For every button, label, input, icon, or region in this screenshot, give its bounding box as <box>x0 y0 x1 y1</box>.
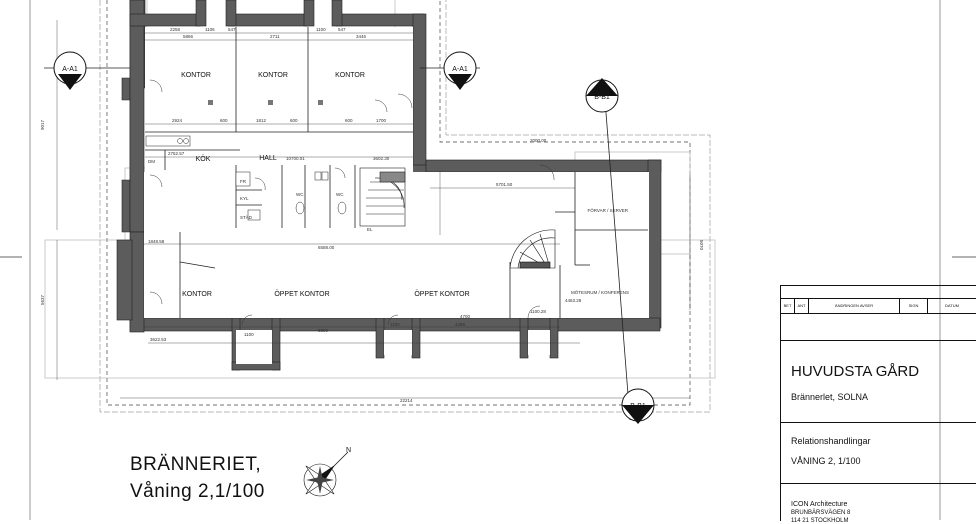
revision-header-ant: ANT <box>795 299 809 313</box>
dim-label: 9017 <box>40 119 45 130</box>
revision-header-andringen: ÄNDRINGEN AVSER <box>809 299 900 313</box>
section-label-aa-left: A-A1 <box>62 66 78 73</box>
title-block-divider <box>781 483 976 484</box>
project-location: Brännerlet, SOLNA <box>791 392 869 402</box>
north-arrow-icon: N <box>303 447 351 497</box>
section-label-bb-top: B-B1 <box>594 94 610 101</box>
dim-label: 1100 <box>316 27 326 32</box>
firm-name: ICON Architecture <box>791 501 848 508</box>
dim-label: 4298 <box>455 322 466 327</box>
columns <box>208 100 323 105</box>
revision-header-datum: DATUM <box>945 303 959 308</box>
revision-header-row: BET ANT ÄNDRINGEN AVSER SIGN DATUM <box>781 298 976 314</box>
site-outline-inner <box>99 0 711 413</box>
walls <box>116 0 662 371</box>
title-block-divider <box>781 340 976 341</box>
dim-label: 3622.53 <box>150 337 167 342</box>
dim-label: 1100 <box>244 332 254 337</box>
dim-label: 1106 <box>205 27 215 32</box>
title-block: BET ANT ÄNDRINGEN AVSER SIGN DATUM HUVUD… <box>780 285 976 524</box>
dim-label: 5070 <box>699 240 704 251</box>
dim-label: 600 <box>220 118 228 123</box>
dim-label: 2924 <box>172 118 183 123</box>
drawing-title: BRÄNNERIET, <box>130 454 262 475</box>
room-label-el: EL <box>367 227 373 232</box>
dim-label: 5701.50 <box>496 182 513 187</box>
room-label-kyl: KYL <box>240 196 249 201</box>
dim-label: 6588.00 <box>318 245 335 250</box>
room-labels: KONTOR KONTOR KONTOR KÖK HALL DM FR KYL … <box>148 72 629 298</box>
dim-label: 547 <box>338 27 346 32</box>
document-type: Relationshandlingar <box>791 436 871 446</box>
room-label-motesrum: MÖTESRUM / KONFERENS <box>571 289 629 295</box>
dim-label: 2258 <box>170 27 181 32</box>
drawing-subtitle: Våning 2,1/100 <box>130 481 265 502</box>
room-label-forvar-server: FÖRVAR / SERVER <box>587 207 628 213</box>
section-label-bb-bottom: B-B1 <box>630 403 646 410</box>
dim-label: 22214 <box>400 398 413 403</box>
firm-address-1: BRUNBÄRSVÄGEN 8 <box>791 510 851 516</box>
room-label-kontor-1: KONTOR <box>181 72 211 79</box>
project-name: HUVUDSTA GÅRD <box>791 363 920 380</box>
dim-label: 4463.28 <box>565 298 582 303</box>
dim-label: 5637 <box>40 294 45 305</box>
revision-header-bet: BET <box>781 299 795 313</box>
dimension-lines <box>56 20 691 399</box>
room-label-oppet-kontor-1: ÖPPET KONTOR <box>274 290 329 298</box>
room-label-stad: STÄD <box>240 214 253 220</box>
sheet-name: VÅNING 2, 1/100 <box>791 456 861 466</box>
room-label-oppet-kontor-2: ÖPPET KONTOR <box>414 290 469 298</box>
dim-label: 1848.58 <box>148 239 165 244</box>
firm-address-2: 114 21 STOCKHOLM <box>791 518 849 524</box>
north-label: N <box>346 447 351 454</box>
wc-fixtures <box>235 171 347 221</box>
dim-label: 1100 <box>390 322 400 327</box>
section-marker-bb-top: B-B1 <box>585 78 631 421</box>
section-label-aa-right: A-A1 <box>452 66 468 73</box>
door-swings <box>149 79 555 326</box>
section-marker-aa-right: A-A1 <box>420 51 480 90</box>
dim-label: 5866 <box>183 34 194 39</box>
dim-label: 1812 <box>256 118 267 123</box>
room-label-hall: HALL <box>259 155 277 162</box>
dimension-labels: 2258 1106 547 1100 547 5866 2711 3446 29… <box>40 27 704 403</box>
room-label-kok: KÖK <box>196 155 211 163</box>
dim-label: 3602.30 <box>373 156 390 161</box>
room-label-fr: FR <box>240 179 247 184</box>
room-label-kontor-4: KONTOR <box>182 291 212 298</box>
dim-label: 547 <box>228 27 236 32</box>
spiral-stair <box>509 229 556 269</box>
kitchen <box>145 135 191 147</box>
dim-label: 3446 <box>356 34 367 39</box>
title-block-divider <box>781 422 976 423</box>
dim-label: 2711 <box>270 34 280 39</box>
dim-label: 2752.57 <box>168 151 185 156</box>
room-label-dm: DM <box>148 159 155 164</box>
dim-label: 600 <box>345 118 353 123</box>
revision-header-sign: SIGN <box>900 299 928 313</box>
dim-label: 6800 <box>318 328 329 333</box>
dim-label: 10700.01 <box>286 156 305 161</box>
floor-areas <box>144 27 649 364</box>
section-marker-aa-left: A-A1 <box>44 51 130 90</box>
dim-label: 600 <box>290 118 298 123</box>
room-label-kontor-2: KONTOR <box>258 72 288 79</box>
site-outline <box>106 0 691 406</box>
dim-label: 2000.00 <box>530 138 547 143</box>
stair-core <box>359 167 406 227</box>
dim-label: 4700 <box>460 314 471 319</box>
dim-label: 1700 <box>376 118 387 123</box>
section-marker-bb-bottom: B-B1 <box>621 388 655 424</box>
room-label-wc-2: WC <box>336 192 344 197</box>
room-label-kontor-3: KONTOR <box>335 72 365 79</box>
room-label-wc-1: WC <box>296 192 304 197</box>
dim-label: 1100.28 <box>530 309 546 314</box>
